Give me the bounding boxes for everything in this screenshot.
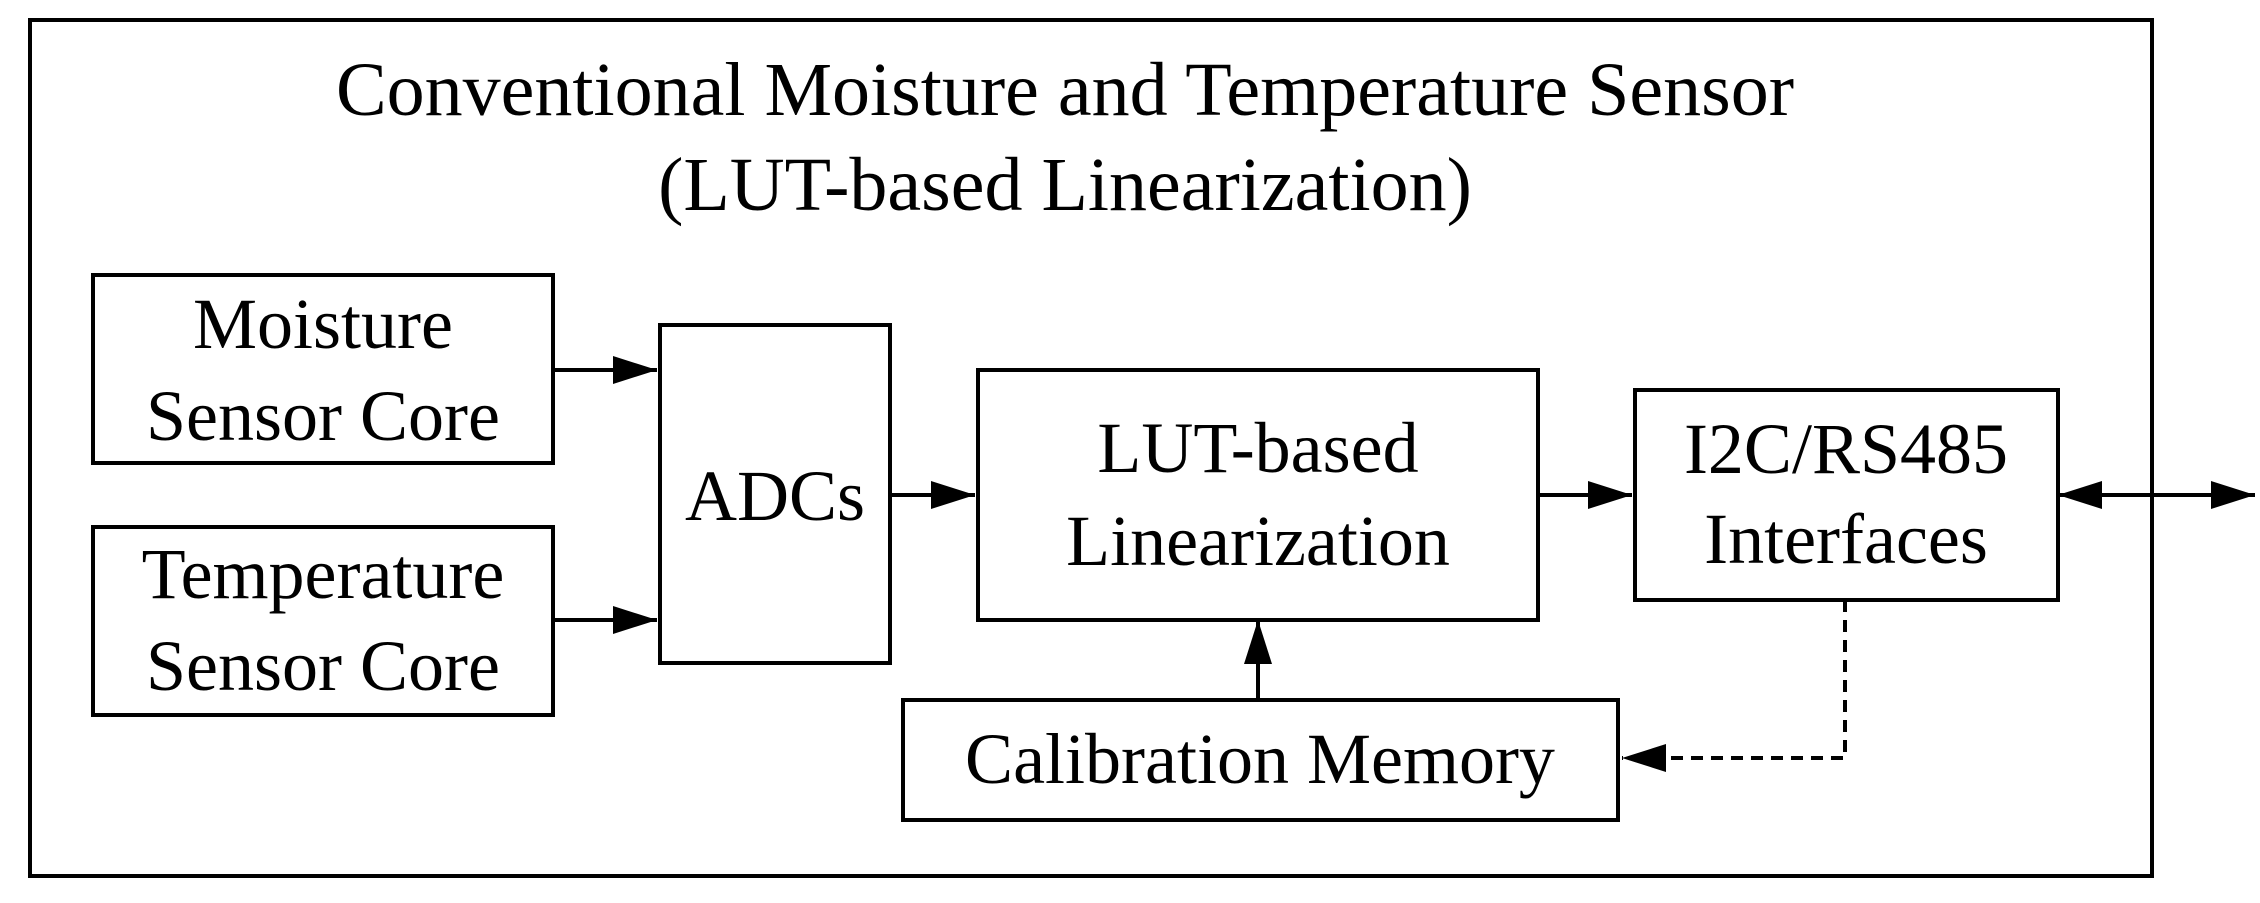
temperature-sensor-core-block — [91, 525, 555, 717]
lut-linearization-block — [976, 368, 1540, 622]
adcs-label: ADCs — [685, 456, 865, 536]
interfaces-label-line2: Interfaces — [1704, 499, 1988, 579]
diagram-title-line2: (LUT-based Linearization) — [658, 143, 1472, 227]
lut-linearization-label-line2: Linearization — [1066, 501, 1450, 581]
temperature-sensor-core-label-line2: Sensor Core — [146, 626, 500, 706]
diagram-title-line1: Conventional Moisture and Temperature Se… — [336, 48, 1794, 132]
moisture-sensor-core-label-line2: Sensor Core — [146, 376, 500, 456]
moisture-sensor-core-block — [91, 273, 555, 465]
calibration-memory-label: Calibration Memory — [965, 719, 1555, 799]
calibration-memory-block — [901, 698, 1620, 822]
adcs-block — [658, 323, 892, 665]
outer-frame — [28, 18, 2154, 878]
interfaces-to-calibration-dashed-arrow — [1622, 600, 1847, 772]
temperature-sensor-core-label-line1: Temperature — [142, 534, 505, 614]
moisture-sensor-core-label-line1: Moisture — [193, 284, 453, 364]
interfaces-label-line1: I2C/RS485 — [1684, 409, 2008, 489]
lut-linearization-label-line1: LUT-based — [1097, 408, 1418, 488]
interfaces-block — [1633, 388, 2060, 602]
